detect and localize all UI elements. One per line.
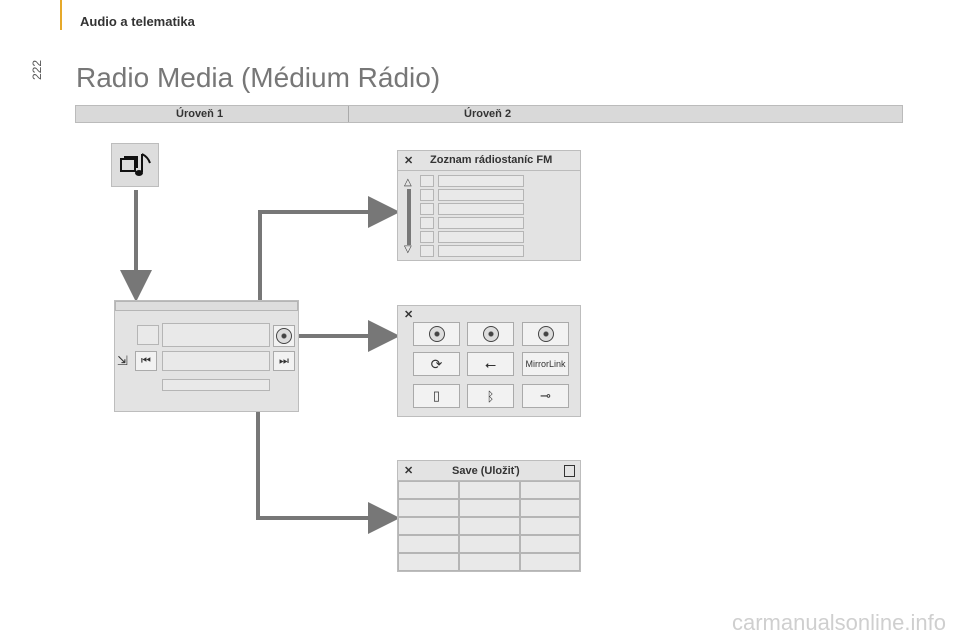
scrollbar[interactable]: [407, 189, 411, 245]
play-circle-icon: ⟳: [430, 355, 443, 372]
section-marker: [60, 0, 62, 30]
preset-slot[interactable]: [459, 517, 520, 535]
close-icon[interactable]: ✕: [404, 465, 414, 477]
usb-button[interactable]: ⭠: [467, 352, 514, 376]
level2-label: Úroveň 2: [464, 108, 512, 120]
radio-media-icon: [120, 153, 151, 176]
source-disc-1[interactable]: [413, 322, 460, 346]
list-item[interactable]: [438, 203, 524, 215]
source-select-panel: ✕ ⟳ ⭠ MirrorLink ▯ ᛒ ⊸: [397, 305, 581, 417]
preset-slot[interactable]: [398, 553, 459, 571]
list-item[interactable]: [438, 231, 524, 243]
save-icon[interactable]: [564, 465, 575, 477]
ipod-button[interactable]: ▯: [413, 384, 460, 408]
preset-slot[interactable]: [520, 553, 580, 571]
arrow-to-fm-list: [258, 196, 400, 330]
next-button[interactable]: ⏭: [273, 351, 295, 371]
streaming-button[interactable]: ⟳: [413, 352, 460, 376]
arrow-to-save: [256, 380, 400, 534]
watermark: carmanualsonline.info: [731, 610, 946, 635]
preset-slot[interactable]: [398, 481, 459, 499]
exit-icon[interactable]: ⇲: [117, 353, 128, 368]
aux-jack-icon: ⊸: [540, 388, 551, 403]
skip-back-icon: ⏮: [141, 354, 151, 367]
preset-slot[interactable]: [459, 481, 520, 499]
panel-title: Save (Uložiť): [452, 465, 520, 477]
list-item[interactable]: [438, 245, 524, 257]
preset-slot[interactable]: [520, 535, 580, 553]
list-item[interactable]: [438, 189, 524, 201]
save-list-button[interactable]: [162, 379, 270, 391]
section-label: Audio a telematika: [80, 14, 195, 29]
list-item[interactable]: [438, 217, 524, 229]
bluetooth-button[interactable]: ᛒ: [467, 384, 514, 408]
source-disc-3[interactable]: [522, 322, 569, 346]
list-item[interactable]: [438, 175, 524, 187]
bluetooth-icon: ᛒ: [486, 388, 495, 404]
preset-slot[interactable]: [459, 553, 520, 571]
frequency-bar: [162, 351, 270, 371]
station-display: [162, 323, 270, 347]
preset-slot[interactable]: [459, 535, 520, 553]
radio-media-button[interactable]: [111, 143, 159, 187]
preset-slot[interactable]: [398, 535, 459, 553]
source-button[interactable]: [273, 325, 295, 347]
disc-icon: [276, 328, 292, 344]
disc-icon: [482, 326, 499, 342]
skip-forward-icon: ⏭: [279, 354, 289, 367]
preset-slot[interactable]: [398, 499, 459, 517]
disc-icon: [537, 326, 554, 342]
fm-station-list-panel: ✕ Zoznam rádiostaníc FM △ ▽: [397, 150, 581, 261]
preset-slot[interactable]: [398, 517, 459, 535]
save-panel: ✕ Save (Uložiť): [397, 460, 581, 572]
close-icon[interactable]: ✕: [404, 309, 414, 321]
level-bar: Úroveň 1 Úroveň 2: [75, 105, 903, 123]
preset-slot[interactable]: [520, 499, 580, 517]
preset-slot[interactable]: [520, 481, 580, 499]
scroll-up-icon[interactable]: △: [404, 177, 412, 188]
preset-slot[interactable]: [459, 499, 520, 517]
usb-icon: ⭠: [484, 355, 497, 372]
media-player-icon: ▯: [432, 388, 441, 403]
disc-icon: [428, 326, 445, 342]
source-disc-2[interactable]: [467, 322, 514, 346]
preset-slot[interactable]: [137, 325, 159, 345]
radio-main-screen: ⇲ ⏮ ⏭: [114, 300, 299, 412]
level1-label: Úroveň 1: [176, 108, 224, 120]
previous-button[interactable]: ⏮: [135, 351, 157, 371]
mirrorlink-button[interactable]: MirrorLink: [522, 352, 569, 376]
panel-title: Zoznam rádiostaníc FM: [430, 154, 553, 166]
page-title: Radio Media (Médium Rádio): [76, 62, 441, 93]
preset-slot[interactable]: [520, 517, 580, 535]
scroll-down-icon[interactable]: ▽: [404, 244, 412, 255]
aux-button[interactable]: ⊸: [522, 384, 569, 408]
close-icon[interactable]: ✕: [404, 155, 414, 167]
